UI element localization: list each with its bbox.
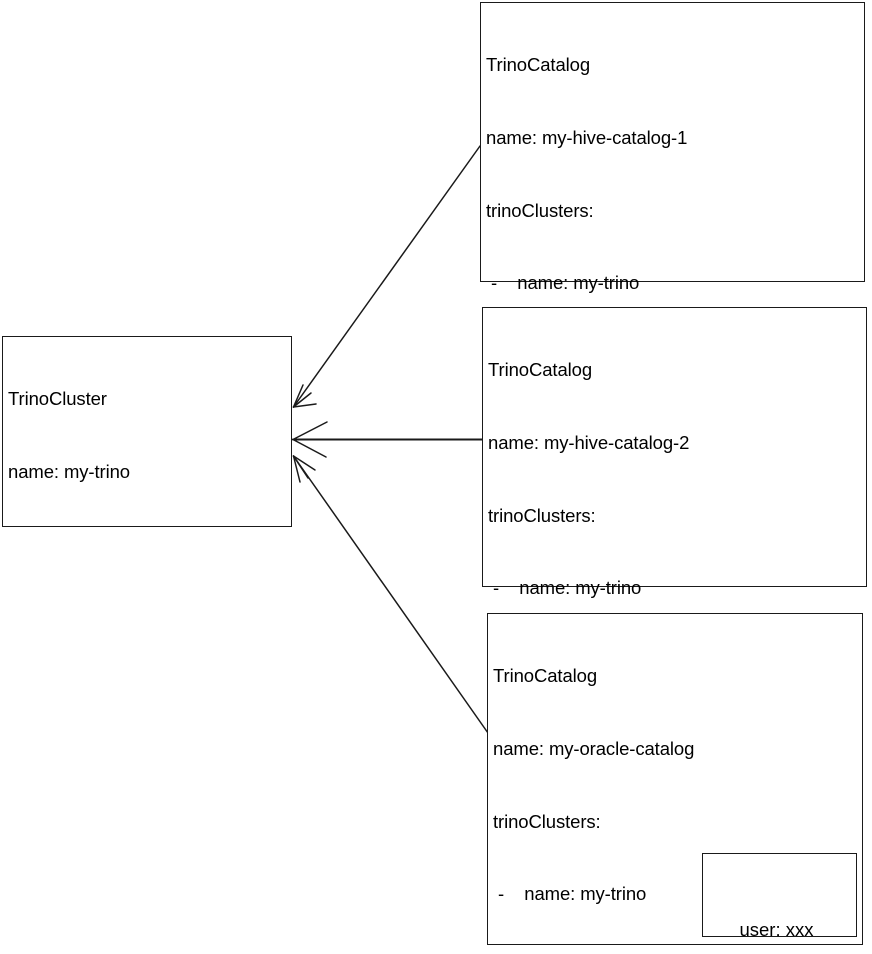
catalog3-line: TrinoCatalog — [493, 665, 598, 687]
catalog1-line: trinoClusters: — [486, 199, 594, 221]
catalog3-line: trinoClusters: — [493, 810, 601, 832]
catalog2-line: - name: my-trino — [488, 577, 642, 599]
catalog3-line: - name: my-trino — [493, 883, 647, 905]
node-secret-oracle-credentials[interactable]: user: xxx password: xxx — [702, 853, 857, 940]
node-trinocatalog-my-hive-catalog-2[interactable]: TrinoCatalog name: my-hive-catalog-2 tri… — [482, 307, 867, 889]
catalog1-line: - name: my-trino — [486, 272, 640, 294]
catalog3-text-block: TrinoCatalog name: my-oracle-catalog tri… — [493, 616, 859, 954]
catalog3-line: name: my-oracle-catalog — [493, 738, 695, 760]
trinocluster-line: name: my-trino — [8, 461, 130, 483]
edge-catalog1-to-cluster — [292, 145, 481, 408]
catalog1-line: TrinoCatalog — [486, 54, 591, 76]
edge-catalog2-to-cluster — [291, 421, 484, 458]
trinocluster-line: TrinoCluster — [8, 388, 107, 410]
catalog2-line: TrinoCatalog — [488, 359, 593, 381]
node-trinocluster[interactable]: TrinoCluster name: my-trino — [2, 336, 292, 527]
trinocluster-text-block: TrinoCluster name: my-trino — [8, 339, 288, 533]
secret-text-block: user: xxx password: xxx — [703, 867, 850, 954]
node-trinocatalog-my-hive-catalog-1[interactable]: TrinoCatalog name: my-hive-catalog-1 tri… — [480, 2, 865, 656]
catalog2-line: trinoClusters: — [488, 504, 596, 526]
edge-catalog3-to-cluster — [292, 455, 489, 734]
catalog2-line: name: my-hive-catalog-2 — [488, 432, 690, 454]
secret-line: user: xxx — [739, 919, 814, 940]
catalog1-line: name: my-hive-catalog-1 — [486, 127, 688, 149]
